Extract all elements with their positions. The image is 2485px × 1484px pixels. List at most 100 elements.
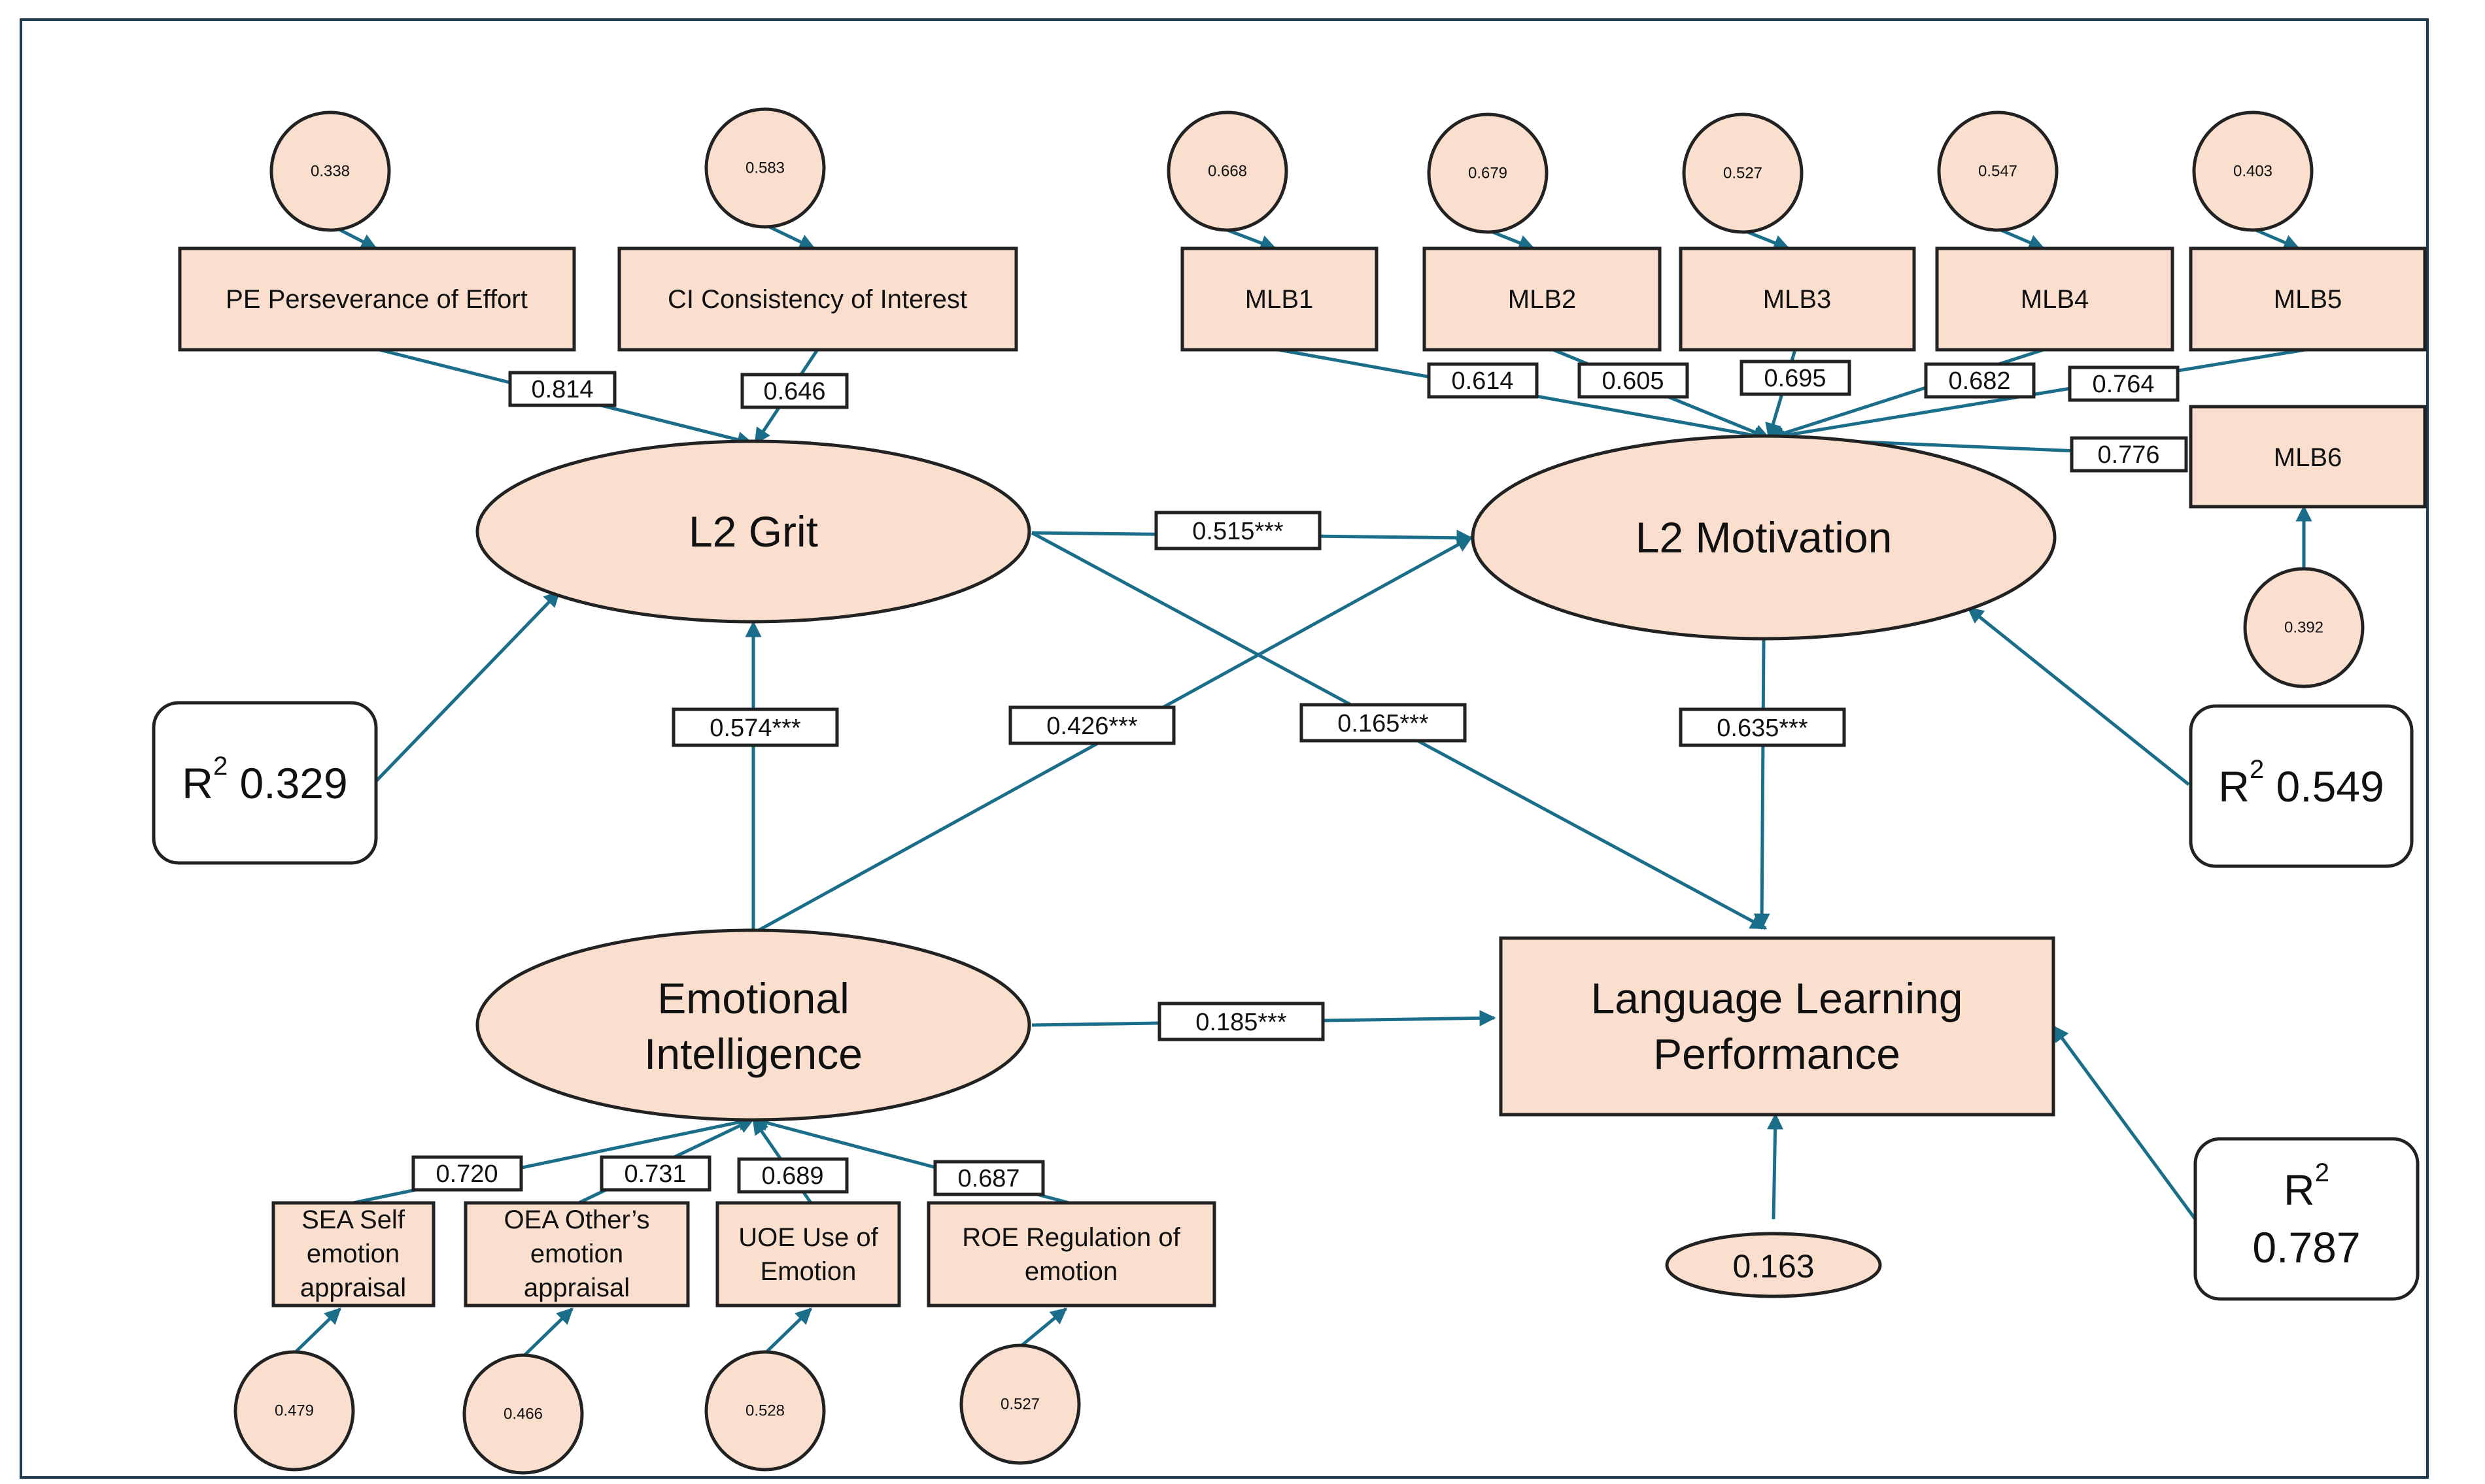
indicator-label-roe: ROE Regulation of bbox=[962, 1223, 1180, 1252]
indicator-box-roe bbox=[927, 1201, 1216, 1307]
error-value-llp: 0.163 bbox=[1732, 1248, 1814, 1285]
loading-box-mlb4 bbox=[1924, 362, 2036, 399]
indicator-label-pe: PE Perseverance of Effort bbox=[226, 285, 528, 314]
loading-box-sea bbox=[411, 1155, 523, 1192]
error-value-sea: 0.479 bbox=[275, 1402, 314, 1420]
path-labels: 0.515*** 0.574*** 0.426*** 0.165*** 0.63… bbox=[672, 511, 1846, 1041]
error-value-mlb4: 0.547 bbox=[1978, 163, 2017, 180]
indicator-box-mlb1 bbox=[1180, 246, 1379, 352]
r2-box-motivation bbox=[2189, 704, 2414, 868]
error-circle-mlb4 bbox=[1937, 110, 2059, 232]
indicator-box-mlb4 bbox=[1935, 246, 2174, 352]
error-circles: 0.338 0.583 0.668 0.679 0.527 0.547 0.40… bbox=[233, 107, 2365, 1475]
construct-label-l2-grit: L2 Grit bbox=[689, 507, 818, 556]
loading-box-mlb1 bbox=[1427, 362, 1539, 399]
edge-err-sea bbox=[293, 1307, 341, 1355]
edge-err-oea bbox=[522, 1307, 574, 1358]
error-value-mlb3: 0.527 bbox=[1723, 165, 1762, 182]
indicator-box-uoe bbox=[715, 1201, 901, 1307]
indicator-label-mlb3: MLB3 bbox=[1763, 285, 1832, 314]
indicator-label-oea: OEA Other’s bbox=[504, 1206, 649, 1234]
error-circle-roe bbox=[959, 1343, 1081, 1465]
loading-box-roe bbox=[933, 1160, 1045, 1196]
loading-box-mlb2 bbox=[1577, 362, 1689, 399]
path-value-ei-motivation: 0.426*** bbox=[1046, 713, 1138, 740]
indicator-label-mlb4: MLB4 bbox=[2021, 285, 2089, 314]
edge-err-mlb4 bbox=[1997, 227, 2046, 250]
edge-err-uoe bbox=[764, 1307, 812, 1355]
loading-value-sea: 0.720 bbox=[436, 1160, 498, 1188]
error-value-oea: 0.466 bbox=[504, 1406, 543, 1423]
path-value-ei-llp: 0.185*** bbox=[1195, 1009, 1287, 1036]
error-value-mlb1: 0.668 bbox=[1208, 163, 1247, 180]
indicator-label-oea: appraisal bbox=[524, 1273, 630, 1302]
error-circle-oea bbox=[462, 1353, 584, 1475]
error-circle-pe bbox=[269, 110, 391, 232]
path-box-ei-grit bbox=[672, 707, 839, 747]
path-value-ei-grit: 0.574*** bbox=[710, 715, 801, 742]
path-box-motivation-llp bbox=[1679, 707, 1846, 747]
path-box-grit-motivation bbox=[1154, 511, 1322, 550]
loading-value-ci: 0.646 bbox=[763, 378, 825, 405]
edge-mlb5-mot bbox=[1767, 348, 2306, 444]
construct-language-learning-performance bbox=[1499, 936, 2055, 1117]
indicator-label-uoe: UOE Use of bbox=[738, 1223, 878, 1252]
error-circle-mlb3 bbox=[1682, 112, 1804, 234]
indicator-label-uoe: Emotion bbox=[761, 1257, 857, 1286]
indicator-box-mlb5 bbox=[2189, 246, 2427, 352]
loading-box-oea bbox=[600, 1155, 711, 1192]
indicator-label-oea: emotion bbox=[530, 1239, 623, 1268]
loading-value-pe: 0.814 bbox=[531, 376, 593, 403]
indicator-label-ci: CI Consistency of Interest bbox=[668, 285, 967, 314]
loading-box-pe bbox=[508, 371, 617, 407]
loading-box-ci bbox=[740, 373, 849, 409]
indicator-label-mlb2: MLB2 bbox=[1508, 285, 1577, 314]
indicator-box-mlb3 bbox=[1679, 246, 1916, 352]
path-box-ei-llp bbox=[1157, 1002, 1325, 1041]
construct-label-emotional-intelligence: Intelligence bbox=[644, 1030, 863, 1078]
r2-box-llp bbox=[2193, 1137, 2420, 1301]
construct-l2-grit bbox=[475, 439, 1031, 624]
path-value-motivation-llp: 0.635*** bbox=[1717, 715, 1808, 742]
indicator-box-pe bbox=[178, 246, 576, 352]
indicator-label-sea: appraisal bbox=[300, 1273, 406, 1302]
r2-box-grit bbox=[152, 701, 378, 865]
construct-label-l2-motivation: L2 Motivation bbox=[1636, 513, 1893, 562]
indicator-label-sea: SEA Self bbox=[301, 1206, 405, 1234]
indicator-box-ci bbox=[617, 246, 1018, 352]
loading-value-mlb3: 0.695 bbox=[1764, 365, 1826, 392]
r2-label-llp-prefix: R2 bbox=[2284, 1158, 2329, 1214]
loading-value-mlb4: 0.682 bbox=[1948, 367, 2010, 395]
edge-err-mlb5 bbox=[2252, 227, 2301, 250]
loading-box-mlb3 bbox=[1740, 360, 1851, 396]
edge-r2-llp bbox=[2051, 1024, 2197, 1221]
error-value-pe: 0.338 bbox=[311, 163, 350, 180]
loading-value-mlb2: 0.605 bbox=[1602, 367, 1664, 395]
loading-value-mlb5: 0.764 bbox=[2092, 371, 2154, 398]
edge-r2-mot bbox=[1967, 607, 2190, 786]
indicator-label-roe: emotion bbox=[1025, 1257, 1118, 1286]
indicator-boxes: PE Perseverance of Effort CI Consistency… bbox=[178, 246, 2427, 1307]
construct-label-emotional-intelligence: Emotional bbox=[657, 974, 849, 1022]
loading-box-mlb5 bbox=[2068, 365, 2180, 402]
r2-boxes: R2 0.329 R2 0.549 R2 0.787 bbox=[152, 701, 2420, 1301]
indicator-label-sea: emotion bbox=[307, 1239, 400, 1268]
error-circle-mlb6 bbox=[2243, 567, 2365, 688]
error-circle-uoe bbox=[704, 1350, 826, 1472]
edge-err-llp bbox=[1767, 1113, 1784, 1220]
r2-value-llp: 0.787 bbox=[2252, 1223, 2360, 1272]
error-circle-mlb5 bbox=[2192, 110, 2314, 232]
error-value-ci: 0.583 bbox=[746, 160, 785, 177]
construct-label-language-learning-performance: Performance bbox=[1653, 1030, 1900, 1078]
construct-label-language-learning-performance: Language Learning bbox=[1591, 974, 1963, 1022]
construct-l2-motivation bbox=[1471, 434, 2057, 641]
indicator-label-mlb5: MLB5 bbox=[2274, 285, 2342, 314]
path-box-ei-motivation bbox=[1008, 705, 1176, 745]
path-value-grit-motivation: 0.515*** bbox=[1192, 518, 1284, 545]
path-box-grit-llp bbox=[1299, 703, 1467, 743]
error-circle-sea bbox=[233, 1350, 355, 1472]
constructs: L2 Grit L2 Motivation Emotional Intellig… bbox=[475, 434, 2057, 1122]
r2-label-grit: R2 0.329 bbox=[182, 752, 347, 807]
error-value-uoe: 0.528 bbox=[746, 1402, 785, 1420]
